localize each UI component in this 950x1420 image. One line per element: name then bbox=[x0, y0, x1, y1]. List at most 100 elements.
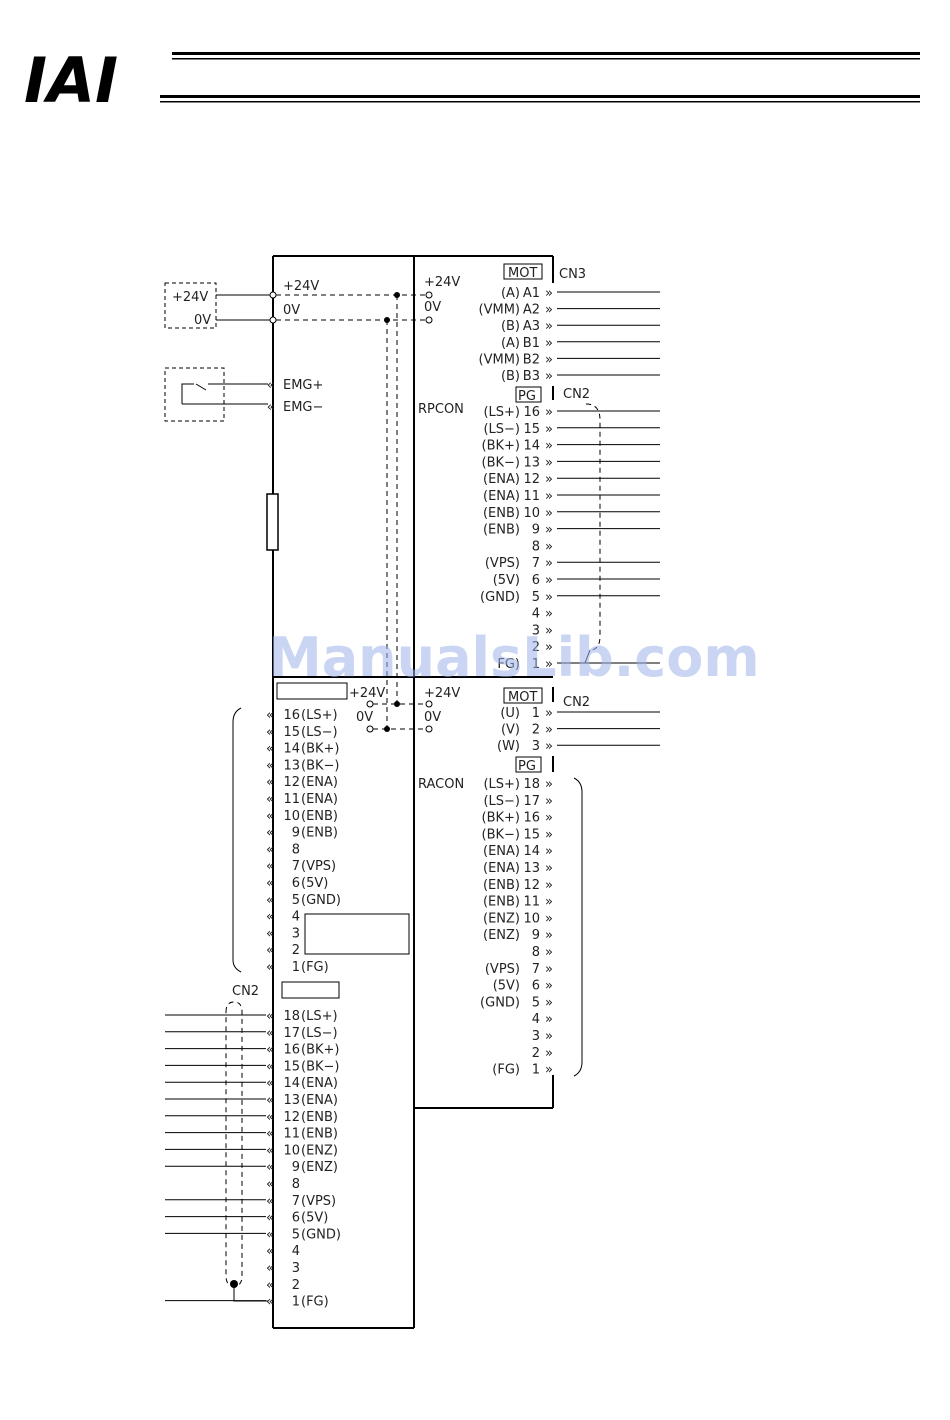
label-box bbox=[304, 913, 410, 955]
pin-number: 15 bbox=[523, 827, 540, 842]
connector-marker: » bbox=[545, 895, 553, 910]
pin-number: 1 bbox=[532, 1063, 540, 1078]
pin-row: «9(ENB) bbox=[266, 826, 338, 841]
emg-plus-label: EMG+ bbox=[283, 378, 323, 393]
upper-cn2-label: CN2 bbox=[563, 387, 590, 402]
connector-marker: « bbox=[266, 742, 274, 757]
pin-signal: (LS+) bbox=[483, 405, 520, 420]
lower-left-zero-label: 0V bbox=[356, 710, 373, 725]
connector-marker: » bbox=[545, 739, 553, 754]
pin-signal: (U) bbox=[500, 706, 520, 721]
connector-marker: « bbox=[266, 1110, 274, 1125]
connector-marker: » bbox=[545, 489, 553, 504]
pin-row: (BK−)15» bbox=[482, 827, 553, 842]
pin-row: «11(ENA) bbox=[266, 792, 338, 807]
pin-row: (VMM)B2» bbox=[479, 352, 660, 367]
pin-row: «14(BK+) bbox=[266, 742, 339, 757]
connector-marker: « bbox=[266, 826, 274, 841]
connector-marker: « bbox=[266, 1261, 274, 1276]
pin-row: «12(ENA) bbox=[266, 775, 338, 790]
pin-row: 2» bbox=[532, 640, 553, 655]
pin-row: (ENZ)10» bbox=[483, 911, 553, 926]
pin-row: «6(5V) bbox=[266, 876, 328, 891]
pin-row: «5(GND) bbox=[266, 893, 341, 908]
pin-number: 13 bbox=[523, 455, 540, 470]
pin-row: «13(ENA) bbox=[165, 1093, 338, 1108]
connector-marker: » bbox=[545, 777, 553, 792]
emg-switch-box bbox=[164, 367, 225, 422]
page-header: IAI bbox=[24, 44, 920, 117]
connector-marker: » bbox=[545, 995, 553, 1010]
power-supply-box bbox=[164, 282, 217, 329]
pin-row: (ENA)11» bbox=[483, 489, 660, 504]
emg-switch: « « EMG+ EMG− bbox=[164, 367, 323, 422]
connector-marker: » bbox=[545, 794, 553, 809]
pin-number: 16 bbox=[523, 811, 540, 826]
pin-number: 7 bbox=[532, 556, 540, 571]
pin-number: 8 bbox=[292, 1177, 300, 1192]
connector-marker: » bbox=[545, 422, 553, 437]
pin-row: «8 bbox=[266, 842, 300, 857]
pin-signal: (ENB) bbox=[301, 1110, 338, 1125]
connector-marker: » bbox=[545, 911, 553, 926]
connector-marker: « bbox=[266, 792, 274, 807]
pin-number: 9 bbox=[292, 1160, 300, 1175]
lower-mot-pin-list: (U)1»(V)2»(W)3» bbox=[497, 706, 660, 754]
connector-marker: » bbox=[545, 319, 553, 334]
left-cable-16-pin-list: «16(LS+)«15(LS−)«14(BK+)«13(BK−)«12(ENA)… bbox=[266, 708, 341, 975]
upper-left-plus-label: +24V bbox=[283, 279, 319, 294]
pin-number: 14 bbox=[283, 1076, 300, 1091]
pin-row: (A)A1» bbox=[501, 286, 660, 301]
pin-number: 11 bbox=[523, 895, 540, 910]
pin-row: 3» bbox=[532, 623, 553, 638]
pin-number: 4 bbox=[292, 1244, 300, 1259]
pin-row: «6(5V) bbox=[165, 1211, 328, 1226]
connector-marker: » bbox=[545, 590, 553, 605]
pin-row: «3 bbox=[266, 1261, 300, 1276]
connector-marker: « bbox=[266, 1295, 274, 1310]
pin-number: 3 bbox=[532, 739, 540, 754]
pin-row: (ENZ)9» bbox=[483, 928, 553, 943]
connector-marker: » bbox=[545, 1029, 553, 1044]
pin-number: 4 bbox=[532, 1012, 540, 1027]
pin-number: 9 bbox=[292, 826, 300, 841]
pin-signal: FG) bbox=[497, 657, 520, 672]
pin-number: 2 bbox=[292, 943, 300, 958]
upper-pg-box-label: PG bbox=[518, 389, 536, 404]
lower-pg-box-label: PG bbox=[518, 759, 536, 774]
svg-text:«: « bbox=[267, 400, 275, 415]
connector-marker: « bbox=[266, 1127, 274, 1142]
power-supply-plus-label: +24V bbox=[172, 290, 208, 305]
pin-number: A1 bbox=[523, 286, 540, 301]
pin-number: A3 bbox=[523, 319, 540, 334]
left-cable-18-pin-list: «18(LS+)«17(LS−)«16(BK+)«15(BK−)«14(ENA)… bbox=[165, 1009, 341, 1310]
lower-cn2-label: CN2 bbox=[563, 695, 590, 710]
pin-number: 2 bbox=[532, 723, 540, 738]
connector-marker: » bbox=[545, 827, 553, 842]
pin-row: «9(ENZ) bbox=[165, 1160, 338, 1175]
pin-signal: (ENZ) bbox=[301, 1143, 338, 1158]
pin-row: (GND)5» bbox=[480, 995, 553, 1010]
connector-marker: » bbox=[545, 607, 553, 622]
pin-signal: (ENA) bbox=[483, 844, 520, 859]
pin-row: «16(BK+) bbox=[165, 1043, 339, 1058]
pin-signal: (LS−) bbox=[483, 422, 520, 437]
pin-number: 15 bbox=[283, 1059, 300, 1074]
watermark: ManualsLib.com bbox=[268, 626, 760, 689]
upper-pg-pin-list: (LS+)16»(LS−)15»(BK+)14»(BK−)13»(ENA)12»… bbox=[480, 405, 660, 672]
pin-signal: (GND) bbox=[301, 893, 341, 908]
lower-right-zero-label: 0V bbox=[424, 710, 441, 725]
pin-number: 1 bbox=[292, 1295, 300, 1310]
connector-marker: » bbox=[545, 472, 553, 487]
pin-number: 6 bbox=[532, 573, 540, 588]
pin-row: «1(FG) bbox=[266, 960, 329, 975]
connector-marker: » bbox=[545, 878, 553, 893]
pin-signal: (LS−) bbox=[483, 794, 520, 809]
header-rule bbox=[160, 95, 920, 98]
pin-signal: (FG) bbox=[301, 1295, 329, 1310]
pin-number: 9 bbox=[532, 928, 540, 943]
pin-number: 12 bbox=[523, 878, 540, 893]
connector-marker: » bbox=[545, 861, 553, 876]
connector-marker: » bbox=[545, 1046, 553, 1061]
